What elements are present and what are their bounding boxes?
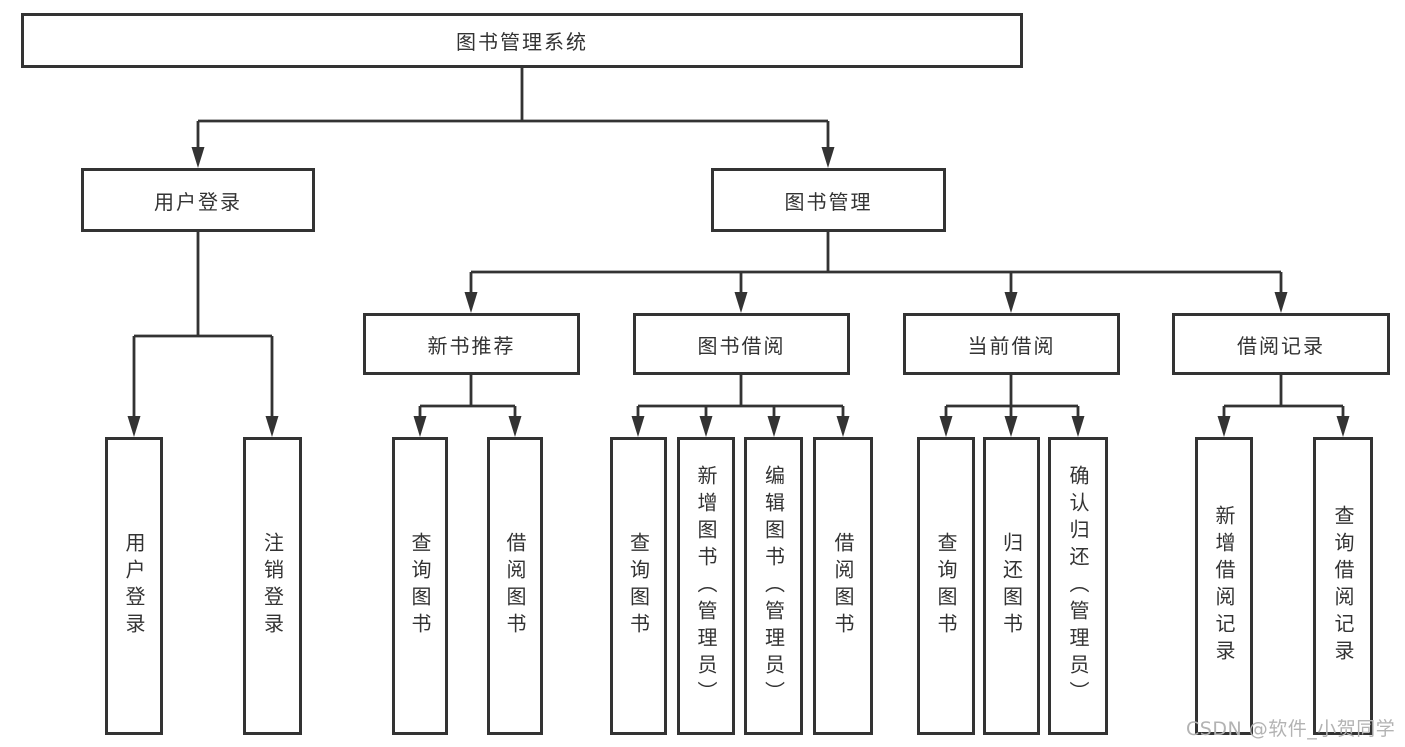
leaf-logout: 注销登录 [243, 437, 302, 735]
leaf-query-books-current-label: 查询图书 [934, 532, 958, 640]
leaf-borrow-books-borrowing: 借阅图书 [813, 437, 873, 735]
node-book-management-branch: 图书管理 [711, 168, 946, 232]
leaf-return-book-label: 归还图书 [999, 532, 1024, 640]
leaf-borrow-books-borrowing-label: 借阅图书 [831, 532, 855, 640]
leaf-user-login-label: 用户登录 [122, 532, 146, 640]
leaf-query-books-current: 查询图书 [917, 437, 975, 735]
leaf-return-book: 归还图书 [983, 437, 1040, 735]
leaf-add-book-admin-label: 新增图书（管理员） [694, 464, 718, 708]
leaf-query-books-recommendation: 查询图书 [392, 437, 448, 735]
leaf-logout-label: 注销登录 [260, 532, 285, 640]
leaf-add-borrow-record: 新增借阅记录 [1195, 437, 1253, 735]
leaf-query-borrow-record: 查询借阅记录 [1313, 437, 1373, 735]
leaf-query-books-borrowing: 查询图书 [610, 437, 667, 735]
node-library-management-system: 图书管理系统 [21, 13, 1023, 68]
leaf-query-borrow-record-label: 查询借阅记录 [1331, 505, 1355, 667]
leaf-user-login: 用户登录 [105, 437, 163, 735]
leaf-query-books-borrowing-label: 查询图书 [626, 532, 651, 640]
node-borrowing-records: 借阅记录 [1172, 313, 1390, 375]
leaf-borrow-books-recommendation-label: 借阅图书 [503, 532, 527, 640]
leaf-add-book-admin: 新增图书（管理员） [677, 437, 735, 735]
leaf-edit-book-admin: 编辑图书（管理员） [744, 437, 803, 735]
node-new-book-recommendation: 新书推荐 [363, 313, 580, 375]
node-current-borrowing: 当前借阅 [903, 313, 1120, 375]
leaf-confirm-return-admin-label: 确认归还（管理员） [1066, 464, 1090, 708]
leaf-edit-book-admin-label: 编辑图书（管理员） [761, 464, 786, 708]
node-book-borrowing: 图书借阅 [633, 313, 850, 375]
leaf-confirm-return-admin: 确认归还（管理员） [1048, 437, 1108, 735]
leaf-borrow-books-recommendation: 借阅图书 [487, 437, 543, 735]
leaf-query-books-recommendation-label: 查询图书 [408, 532, 432, 640]
watermark: CSDN @软件_小贺同学 [1186, 718, 1396, 740]
node-user-login-branch: 用户登录 [81, 168, 315, 232]
leaf-add-borrow-record-label: 新增借阅记录 [1212, 505, 1236, 667]
